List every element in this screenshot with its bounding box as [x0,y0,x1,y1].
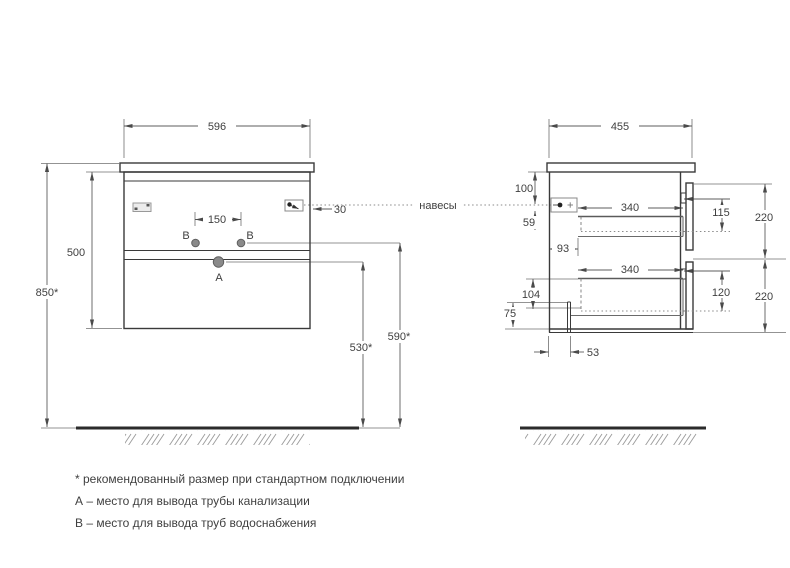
dim-label-total-850: 850* [36,287,59,299]
hangers-annotation: навесы [419,200,457,212]
dimension-lines [44,123,768,427]
dim-label-150: 150 [208,214,226,226]
footnote-b-water: В – место для вывода труб водоснабжения [75,516,317,530]
dim-label-59: 59 [523,217,535,229]
dim-label-590: 590* [388,331,411,343]
drain-hole [212,256,225,268]
dim-label-104: 104 [522,289,540,301]
front-view [119,162,315,330]
footnote-a-drain: А – место для вывода трубы канализации [75,494,310,508]
water-supply-hole-right [236,238,246,248]
floor-hatching-left [125,430,310,445]
water-supply-hole-left [191,238,200,248]
dim-label-height-500: 500 [67,247,85,259]
countertop-front [119,162,315,173]
hanger-bracket-left-icon [132,202,152,212]
side-view [546,162,730,333]
bottom-drawer-front [685,261,694,330]
extension-lines [41,119,786,429]
dim-label-340-bottom: 340 [621,264,639,276]
top-drawer-front [685,182,694,251]
bottom-drawer-bracket [680,268,687,280]
countertop-side [546,162,696,173]
point-label-b-right: В [246,230,253,242]
floor-hatching-right [525,430,700,445]
dim-label-115: 115 [712,207,730,219]
dim-label-75: 75 [504,308,516,320]
dim-label-340-top: 340 [621,202,639,214]
dim-label-220-top: 220 [755,212,773,224]
top-drawer-bracket [680,192,687,204]
label-backgrounds [29,118,779,354]
wall-hanger-icon [550,197,578,213]
dim-label-width-596: 596 [208,121,226,133]
floor-right [520,426,706,445]
dimension-labels: 596 500 850* 150 30 530* 590* В В А наве… [36,121,774,359]
bottom-drawer-box [570,277,730,317]
footnotes: * рекомендованный размер при стандартном… [75,468,404,534]
point-label-a: А [215,272,223,284]
dim-label-530: 530* [350,342,373,354]
dim-label-53: 53 [587,347,599,359]
dim-label-depth-455: 455 [611,121,629,133]
dim-label-100: 100 [515,183,533,195]
floor-left [76,426,359,445]
dim-label-30: 30 [334,204,346,216]
top-drawer-box [578,215,730,238]
hanger-bracket-right-icon [284,199,304,212]
footnote-recommended-size: * рекомендованный размер при стандартном… [75,472,405,486]
back-pipe-notch [567,301,571,333]
dim-label-93: 93 [557,243,569,255]
dim-label-220-bottom: 220 [755,291,773,303]
dim-label-120: 120 [712,287,730,299]
point-label-b-left: В [182,230,189,242]
